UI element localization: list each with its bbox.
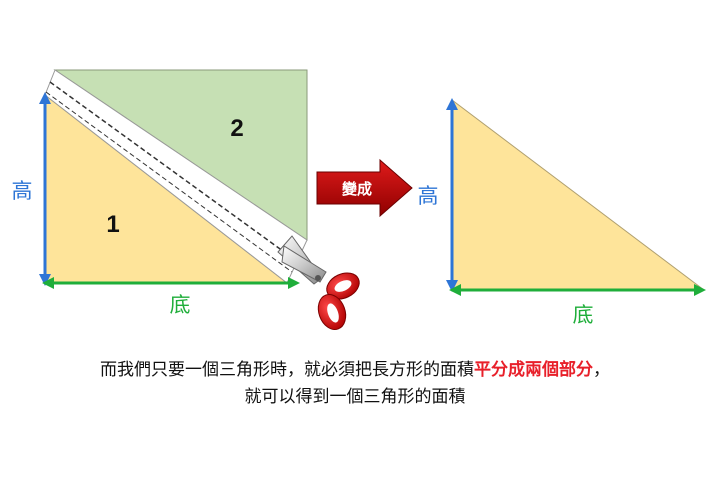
base-label-left: 底 — [170, 293, 191, 317]
piece-1-label: 1 — [106, 211, 119, 238]
caption-line-1-prefix: 而我們只要一個三角形時，就必須把長方形的面積 — [100, 360, 474, 380]
transform-arrow-label: 變成 — [341, 180, 372, 198]
scissors-icon — [277, 235, 360, 330]
cut-line-dashed-2 — [45, 91, 293, 273]
height-label-left: 高 — [12, 179, 33, 203]
height-arrow-right — [446, 98, 458, 292]
caption-line-1-suffix: ， — [593, 360, 610, 380]
result-triangle — [451, 98, 706, 291]
piece-2-label: 2 — [230, 115, 243, 142]
caption-line-2: 就可以得到一個三角形的面積 — [244, 387, 466, 407]
base-label-right: 底 — [573, 303, 594, 327]
transform-arrow — [316, 158, 413, 218]
cut-line-dashed — [49, 81, 299, 263]
base-arrow-left — [42, 277, 300, 289]
caption-line-1: 而我們只要一個三角形時，就必須把長方形的面積平分成兩個部分， — [0, 355, 710, 380]
caption-emphasis: 平分成兩個部分 — [474, 360, 593, 380]
height-arrow-left — [39, 92, 51, 286]
height-label-right: 高 — [418, 184, 439, 208]
base-arrow-right — [449, 284, 706, 296]
